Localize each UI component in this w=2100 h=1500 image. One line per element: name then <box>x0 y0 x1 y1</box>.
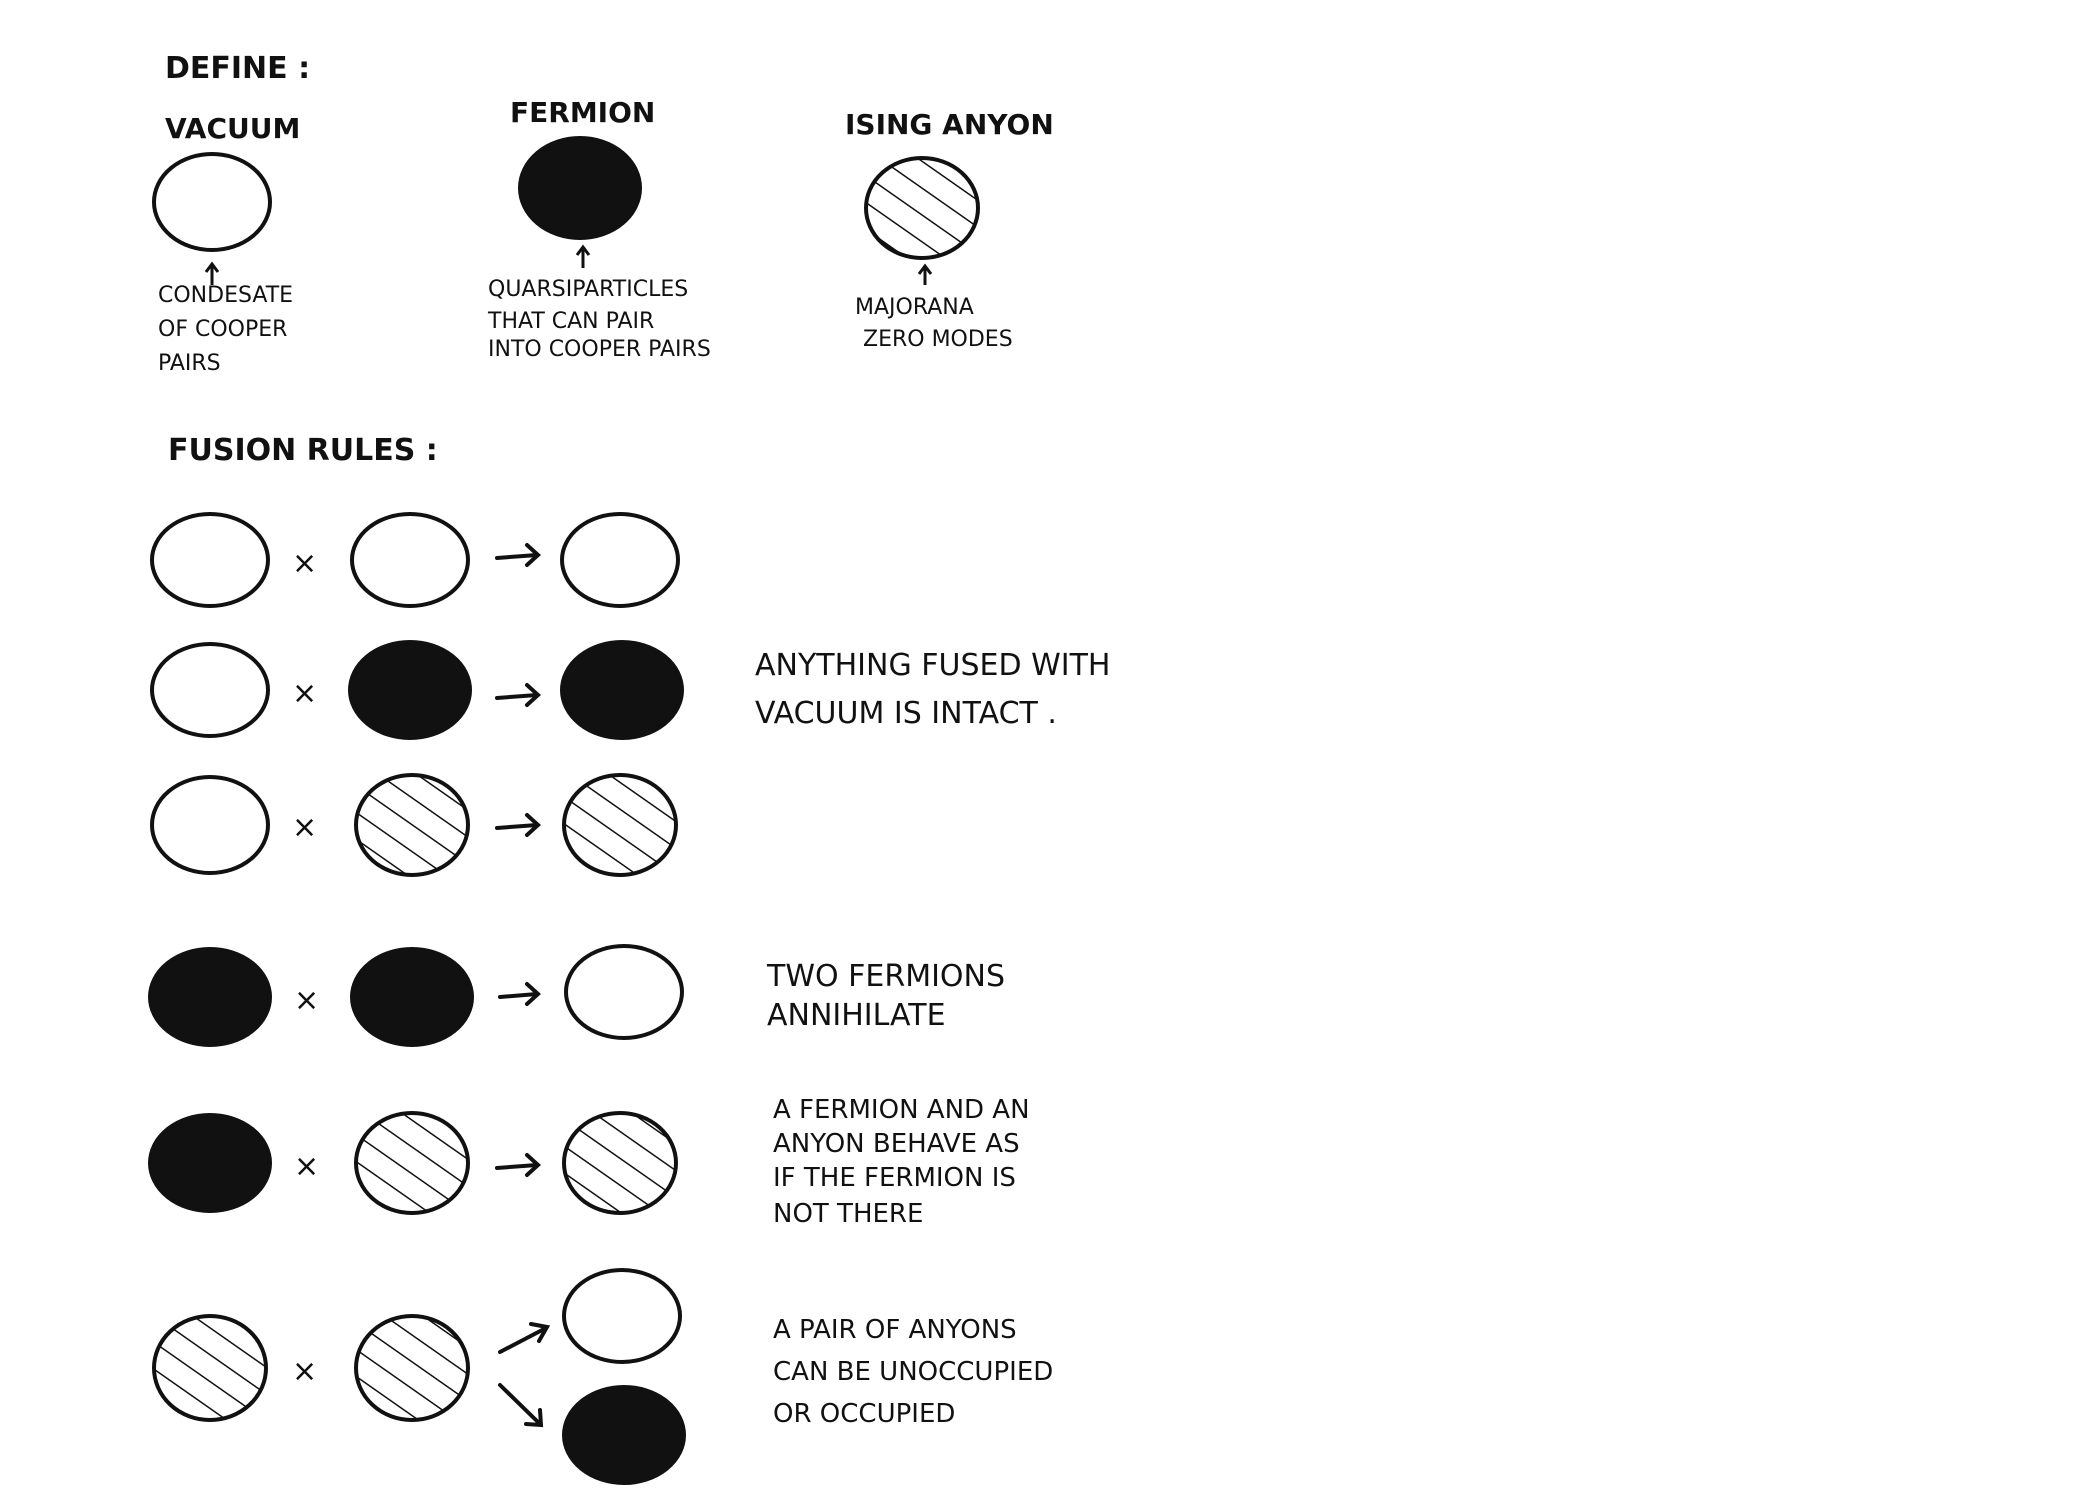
arrow-right-icon <box>495 813 541 837</box>
vacuum-circle-icon <box>564 944 684 1040</box>
fusion-rule-2-note-2: VACUUM IS INTACT . <box>755 696 1057 731</box>
times-operator: × <box>294 1149 319 1184</box>
fusion-rule-5-note-4: NOT THERE <box>773 1199 923 1229</box>
vacuum-circle-icon <box>560 512 680 608</box>
times-operator: × <box>294 983 319 1018</box>
define-vacuum-label: VACUUM <box>165 112 300 145</box>
anyon-circle-icon <box>562 773 678 877</box>
define-vacuum-caption-2: OF COOPER <box>158 317 287 342</box>
define-fermion-label: FERMION <box>510 96 655 129</box>
arrow-right-icon <box>495 543 541 567</box>
fermion-circle-icon <box>518 136 642 240</box>
fusion-rule-4-note-1: TWO FERMIONS <box>766 959 1005 994</box>
define-vacuum: VACUUM CONDESATE OF COOPER PAIRS <box>152 112 300 376</box>
vacuum-circle-icon <box>350 512 470 608</box>
fusion-rule-5: × A FERMION AND AN ANYON BEHAVE AS IF TH… <box>148 1095 1030 1229</box>
vacuum-circle-icon <box>150 642 270 738</box>
arrow-up-icon <box>204 261 220 285</box>
define-fermion: FERMION QUARSIPARTICLES THAT CAN PAIR IN… <box>487 96 711 362</box>
fusion-rule-4-note-2: ANNIHILATE <box>767 998 946 1033</box>
define-heading: DEFINE : <box>165 51 310 86</box>
fusion-rule-6-note-2: CAN BE UNOCCUPIED <box>773 1357 1053 1387</box>
fusion-rule-5-note-1: A FERMION AND AN <box>773 1095 1030 1125</box>
anyon-circle-icon <box>864 156 980 260</box>
vacuum-circle-icon <box>150 775 270 875</box>
vacuum-circle-icon <box>562 1268 682 1364</box>
times-operator: × <box>292 676 317 711</box>
define-fermion-caption-3: INTO COOPER PAIRS <box>488 337 711 362</box>
fusion-rule-6-note-3: OR OCCUPIED <box>773 1399 955 1429</box>
define-vacuum-caption-3: PAIRS <box>158 351 221 376</box>
arrow-up-icon <box>575 244 591 268</box>
fermion-circle-icon <box>560 640 684 740</box>
define-anyon-caption-1: MAJORANA <box>855 295 974 320</box>
fermion-circle-icon <box>148 1113 272 1213</box>
anyon-circle-icon <box>354 1314 470 1422</box>
anyon-circle-icon <box>354 773 470 877</box>
define-fermion-caption-1: QUARSIPARTICLES <box>488 277 688 302</box>
arrow-right-icon <box>498 982 541 1006</box>
vacuum-circle-icon <box>152 152 272 252</box>
anyon-circle-icon <box>562 1111 678 1215</box>
define-fermion-caption-2: THAT CAN PAIR <box>487 309 654 334</box>
vacuum-circle-icon <box>150 512 270 608</box>
fermion-circle-icon <box>148 947 272 1047</box>
define-anyon: ISING ANYON MAJORANA ZERO MODES <box>845 108 1054 352</box>
define-anyon-label: ISING ANYON <box>845 108 1054 141</box>
define-vacuum-caption-1: CONDESATE <box>158 283 293 308</box>
fusion-rule-5-note-3: IF THE FERMION IS <box>773 1163 1016 1193</box>
times-operator: × <box>292 546 317 581</box>
arrow-up-icon <box>917 263 933 285</box>
fusion-rule-2: × ANYTHING FUSED WITH VACUUM IS INTACT . <box>150 640 1111 740</box>
fermion-circle-icon <box>350 947 474 1047</box>
times-operator: × <box>292 1354 317 1389</box>
anyon-circle-icon <box>152 1314 268 1422</box>
fusion-rule-3: × <box>150 773 678 877</box>
arrow-right-icon <box>495 1153 541 1177</box>
arrow-up-right-icon <box>498 1322 551 1354</box>
fusion-rule-6-note-1: A PAIR OF ANYONS <box>773 1315 1017 1345</box>
fusion-rule-6: × A PAIR OF ANYONS CAN BE UNOCCUPIED OR … <box>152 1268 1053 1485</box>
fusion-rule-4: × TWO FERMIONS ANNIHILATE <box>148 944 1005 1047</box>
fusion-rule-2-note-1: ANYTHING FUSED WITH <box>755 648 1111 683</box>
fusion-rule-1: × <box>150 512 680 608</box>
arrow-down-right-icon <box>498 1383 544 1428</box>
define-anyon-caption-2: ZERO MODES <box>863 327 1013 352</box>
times-operator: × <box>292 810 317 845</box>
fusion-heading: FUSION RULES : <box>168 433 438 468</box>
fermion-circle-icon <box>348 640 472 740</box>
fusion-rule-5-note-2: ANYON BEHAVE AS <box>773 1129 1020 1159</box>
arrow-right-icon <box>495 683 541 707</box>
anyon-circle-icon <box>354 1111 470 1215</box>
fermion-circle-icon <box>562 1385 686 1485</box>
